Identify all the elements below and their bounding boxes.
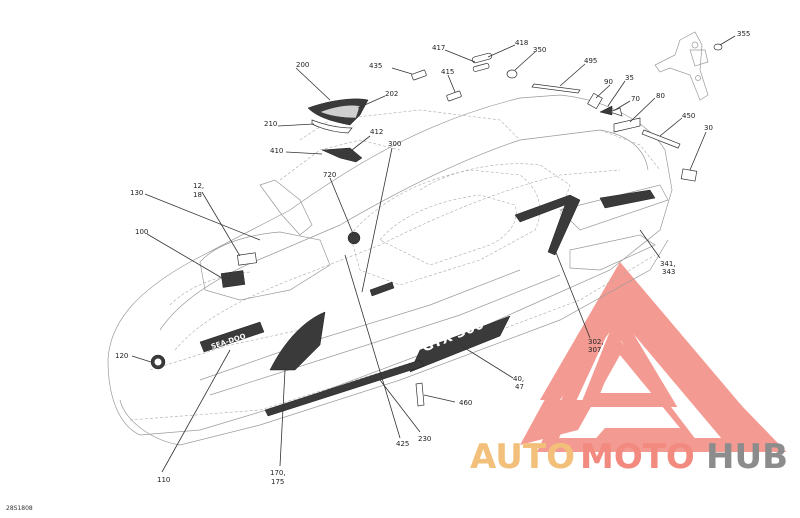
rear-stripe-302-icon — [514, 194, 581, 256]
decal-350-icon — [506, 69, 518, 79]
callout-100: 100 — [135, 228, 148, 236]
watercraft-illustration — [107, 94, 673, 446]
decal-strip-450-icon — [641, 129, 681, 149]
front-name-decal-icon — [199, 321, 265, 353]
decal-strip-495-icon — [531, 83, 581, 94]
callout-341: 341, — [660, 260, 676, 268]
callout-355: 355 — [737, 30, 750, 38]
callout-18: 18 — [193, 191, 202, 199]
callout-418: 418 — [515, 39, 528, 47]
callout-415: 415 — [441, 68, 454, 76]
callout-30: 30 — [704, 124, 713, 132]
watermark-logo — [520, 262, 787, 452]
callout-425: 425 — [396, 440, 409, 448]
callout-120: 120 — [115, 352, 128, 360]
watermark-auto: AUTO — [470, 437, 575, 477]
watermark-moto: MOTO — [580, 437, 695, 477]
callout-435: 435 — [369, 62, 382, 70]
decal-80-icon — [613, 117, 641, 133]
decal-210-icon — [311, 119, 353, 134]
callout-70: 70 — [631, 95, 640, 103]
side-model-decal-40-icon — [409, 315, 511, 373]
callout-230: 230 — [418, 435, 431, 443]
side-decal-170-icon — [269, 311, 326, 371]
hood-decal-100-icon — [220, 270, 246, 288]
watermark-text: AUTO MOTO HUB — [470, 437, 788, 477]
callout-labels: 355 417 418 350 435 415 495 200 90 35 70… — [115, 30, 750, 486]
decal-30-icon — [680, 168, 698, 182]
badge-720-icon — [347, 231, 361, 245]
leader-lines — [131, 35, 736, 473]
callout-450: 450 — [682, 112, 695, 120]
callout-307: 307 — [588, 346, 601, 354]
callout-170: 170, — [270, 469, 286, 477]
callout-495: 495 — [584, 57, 597, 65]
callout-412: 412 — [370, 128, 383, 136]
callout-200: 200 — [296, 61, 309, 69]
side-stripe-425-icon — [264, 359, 425, 417]
decal-417-icon — [472, 63, 490, 72]
callout-130: 130 — [130, 189, 143, 197]
rear-decal-341-icon — [599, 189, 656, 209]
callout-80: 80 — [656, 92, 665, 100]
callout-343: 343 — [662, 268, 675, 276]
decal-90-icon — [587, 92, 603, 110]
hood-decal-12-icon — [236, 252, 258, 266]
callout-410: 410 — [270, 147, 283, 155]
bracket-part-icon — [654, 31, 709, 101]
document-id: 28S1808 — [6, 505, 33, 512]
callout-35: 35 — [625, 74, 634, 82]
callout-460: 460 — [459, 399, 472, 407]
callout-300: 300 — [388, 140, 401, 148]
callout-175: 175 — [271, 478, 284, 486]
decal-435-icon — [411, 69, 427, 81]
callout-350: 350 — [533, 46, 546, 54]
decal-35-icon — [599, 105, 613, 116]
callout-210: 210 — [264, 120, 277, 128]
callout-110: 110 — [157, 476, 170, 484]
callout-417: 417 — [432, 44, 445, 52]
decal-202-icon — [319, 105, 361, 119]
callout-302: 302, — [588, 338, 604, 346]
watermark-hub: HUB — [706, 437, 788, 477]
decal-300-icon — [369, 281, 395, 297]
decal-415-icon — [446, 90, 462, 102]
decal-460-icon — [415, 382, 425, 407]
callout-202: 202 — [385, 90, 398, 98]
callout-90: 90 — [604, 78, 613, 86]
callout-12: 12, — [193, 182, 204, 190]
callout-47: 47 — [515, 383, 524, 391]
grommet-355-icon — [713, 43, 723, 51]
decal-410-icon — [321, 147, 363, 163]
callout-720: 720 — [323, 171, 336, 179]
callout-40: 40, — [513, 375, 524, 383]
